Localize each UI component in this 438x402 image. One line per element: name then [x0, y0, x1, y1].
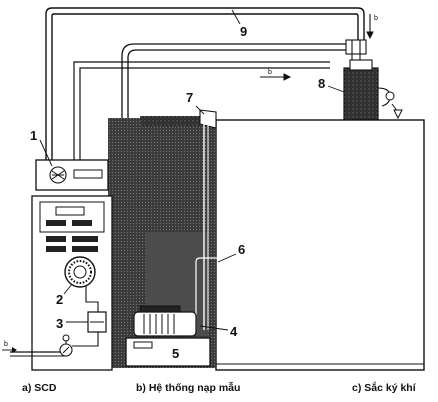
callout-5: 5 [172, 346, 179, 361]
tube-to-gc [100, 43, 352, 273]
callout-2: 2 [56, 292, 63, 307]
callout-4: 4 [230, 324, 238, 339]
flow-marker-inlet: b [4, 341, 8, 348]
injector-7 [199, 109, 217, 330]
transfer-line-9 [45, 7, 365, 160]
callout-3: 3 [56, 316, 63, 331]
flow-marker-middle: b [268, 69, 272, 76]
filter-3 [87, 311, 107, 333]
gas-line-2-3 [72, 286, 99, 347]
caption-sampling-system: b) Hệ thống nạp mẫu [136, 382, 241, 394]
callout-6: 6 [238, 242, 245, 257]
flow-marker-top: b [374, 15, 378, 22]
callout-1: 1 [30, 128, 37, 143]
flow-arrow-middle [260, 73, 292, 81]
callout-8: 8 [318, 76, 325, 91]
ozone-generator-2 [64, 256, 96, 288]
gas-inlet [2, 334, 73, 357]
callout-7: 7 [186, 90, 193, 105]
caption-scd: a) SCD [22, 382, 57, 394]
scd-outlet-tube [73, 61, 330, 160]
detector-8 [343, 54, 403, 121]
gas-chromatograph-c [215, 119, 425, 371]
sample-holder-4 [133, 305, 197, 337]
flow-arrow-top [366, 14, 374, 40]
callout-9: 9 [240, 24, 247, 39]
leader-lines [39, 9, 345, 331]
caption-gas-chromatography: c) Sắc ký khí [352, 382, 416, 394]
sample-line-6 [195, 257, 232, 330]
heater-base-5 [125, 337, 211, 367]
junction-fitting [345, 39, 367, 55]
